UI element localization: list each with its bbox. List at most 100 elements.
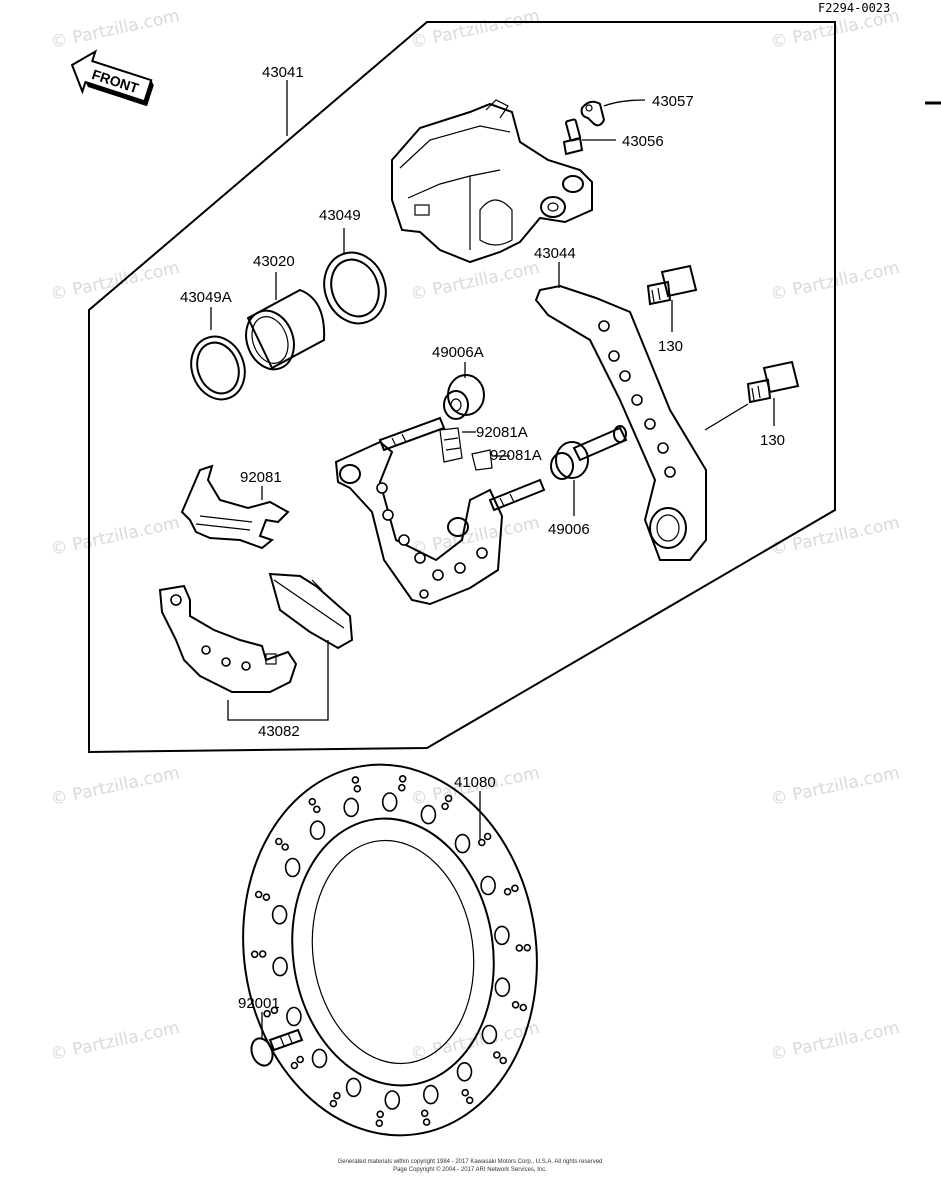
watermark: © Partzilla.com (769, 1018, 901, 1065)
slide-pin-lower (488, 478, 546, 512)
dust-seal (323, 251, 387, 325)
watermarks: © Partzilla.com © Partzilla.com © Partzi… (49, 6, 901, 1065)
disc-hole (454, 833, 471, 854)
brake-pad-outer (268, 572, 354, 650)
caliper-piston (245, 288, 326, 371)
disc-drill-hole (499, 1056, 508, 1065)
part-label-43044: 43044 (534, 245, 576, 262)
disc-drill-hole (397, 783, 406, 792)
disc-drill-hole (274, 837, 283, 846)
leader-43082 (227, 640, 329, 721)
disc-drill-hole (465, 1096, 474, 1105)
part-label-43041: 43041 (262, 64, 304, 81)
disc-drill-hole (503, 887, 512, 896)
disc-drill-hole (258, 950, 267, 958)
disc-drill-hole (375, 1119, 384, 1127)
disc-bolt (250, 1028, 304, 1067)
part-label-92081A-lower: 92081A (490, 447, 542, 464)
disc-hole (286, 1006, 302, 1027)
torque-link (534, 284, 707, 561)
watermark: © Partzilla.com (409, 513, 541, 560)
leader-43057 (603, 99, 646, 107)
disc-drill-hole (461, 1088, 470, 1097)
disc-drill-hole (420, 1109, 429, 1118)
disc-hole (284, 857, 301, 878)
disc-drill-hole (250, 950, 259, 959)
diagram-code: F2294-0023 (818, 1, 890, 15)
disc-drill-hole (312, 805, 321, 814)
disc-hole (480, 875, 496, 896)
disc-hole (420, 804, 437, 825)
watermark: © Partzilla.com (409, 6, 541, 53)
disc-drill-hole (523, 943, 532, 952)
disc-hole (494, 925, 510, 946)
disc-hole (309, 820, 326, 841)
bleeder-cap (580, 100, 606, 127)
disc-hole (272, 956, 288, 977)
bleeder-valve (562, 118, 584, 156)
watermark: © Partzilla.com (49, 763, 181, 810)
piston-seal (190, 335, 246, 401)
disc-hole (481, 1024, 498, 1045)
disc-drill-hole (422, 1118, 431, 1126)
disc-drill-hole (329, 1099, 338, 1108)
part-label-43056: 43056 (622, 133, 664, 150)
disc-drill-hole (262, 893, 271, 902)
disc-drill-hole (290, 1061, 299, 1070)
clip-92081A-lower (471, 449, 493, 471)
disc-drill-hole (483, 832, 492, 841)
brake-pad-inner (158, 584, 298, 693)
footer-page-copyright: Page Copyright © 2004 - 2017 ARI Network… (393, 1166, 547, 1173)
part-label-41080: 41080 (454, 774, 496, 791)
caliper-assembly-outline (88, 21, 836, 754)
part-label-43082: 43082 (258, 723, 300, 740)
caliper-bracket (334, 440, 504, 606)
part-label-49006A: 49006A (432, 344, 484, 361)
disc-hole (384, 1090, 401, 1110)
disc-drill-hole (477, 838, 486, 847)
disc-drill-hole (492, 1051, 501, 1059)
disc-drill-hole (519, 1003, 528, 1012)
bushing-49006 (550, 425, 628, 480)
part-label-92081A-upper: 92081A (476, 424, 528, 441)
disc-drill-hole (398, 774, 407, 783)
part-label-130-lower: 130 (760, 432, 785, 449)
disc-drill-hole (333, 1091, 341, 1100)
watermark: © Partzilla.com (409, 258, 541, 305)
part-label-92081: 92081 (240, 469, 282, 486)
disc-drill-hole (263, 1009, 271, 1018)
leader-torque-link (704, 403, 749, 431)
disc-drill-hole (351, 776, 360, 784)
disc-drill-hole (353, 784, 362, 793)
bushing-49006A (443, 374, 485, 420)
front-arrow-icon: FRONT (70, 49, 154, 107)
part-label-43049: 43049 (319, 207, 361, 224)
disc-drill-hole (441, 802, 449, 811)
watermark: © Partzilla.com (49, 258, 181, 305)
watermark: © Partzilla.com (49, 513, 181, 560)
disc-drill-hole (515, 944, 524, 952)
bolt-130-upper (646, 264, 698, 306)
part-label-92001: 92001 (238, 995, 280, 1012)
caliper-body (391, 99, 593, 264)
disc-drill-hole (281, 843, 290, 851)
brake-disc (242, 763, 538, 1137)
part-label-130-upper: 130 (658, 338, 683, 355)
part-label-43020: 43020 (253, 253, 295, 270)
bolt-130-lower (746, 360, 800, 404)
disc-drill-hole (376, 1110, 385, 1119)
disc-drill-hole (296, 1055, 305, 1064)
disc-drill-hole (254, 890, 263, 899)
disc-hole (381, 792, 398, 812)
disc-drill-hole (511, 884, 519, 893)
pad-spring (180, 464, 290, 550)
disc-drill-hole (270, 1006, 279, 1015)
disc-drill-hole (308, 797, 317, 806)
watermark: © Partzilla.com (49, 6, 181, 53)
disc-hole (422, 1084, 439, 1105)
clip-92081A-upper (439, 427, 463, 463)
disc-drill-hole (511, 1000, 520, 1009)
watermark: © Partzilla.com (769, 763, 901, 810)
disc-hole (311, 1048, 328, 1069)
